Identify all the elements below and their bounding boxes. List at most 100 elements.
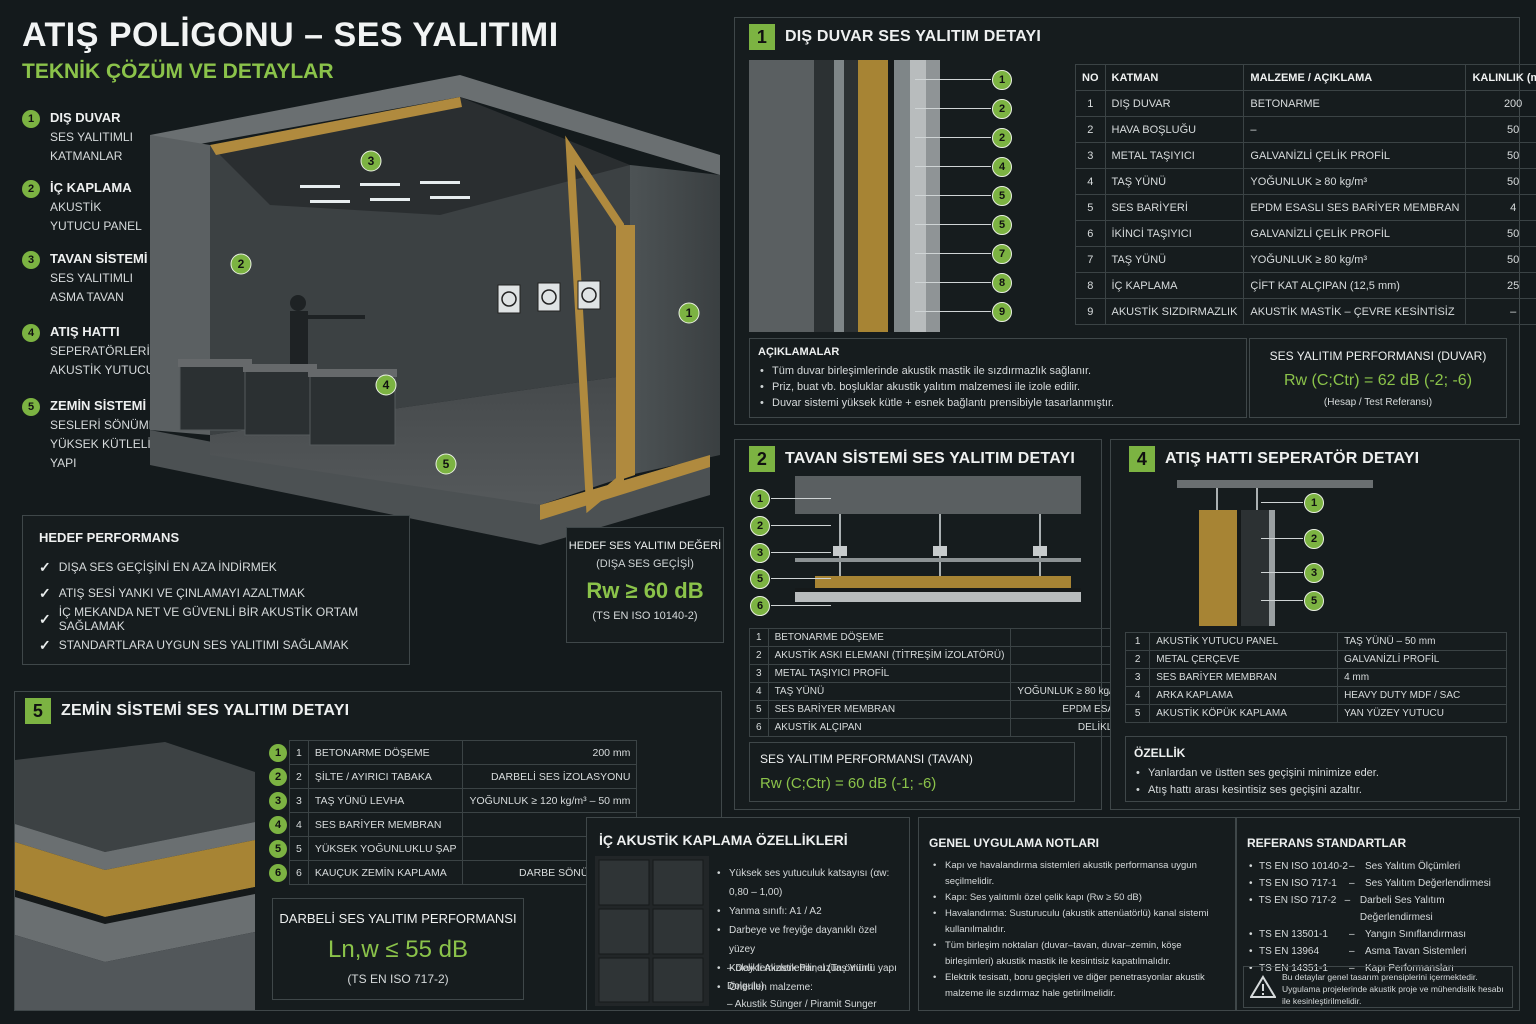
standard-name: Darbeli Ses Yalıtım Değerlendirmesi (1359, 895, 1445, 923)
table-cell: YOĞUNLUK ≥ 80 kg/m³ (1243, 168, 1467, 195)
floor-layer-marker: 3 (269, 791, 287, 810)
target-value: Rw ≥ 60 dB (586, 578, 704, 603)
list-item: Darbeye ve freyiğe dayanıklı özel yüzey (717, 921, 903, 959)
standard-code: TS EN ISO 717-2 (1258, 895, 1337, 906)
standard-code: TS EN 14351-1 (1259, 963, 1328, 974)
callout-leader (771, 578, 831, 579)
table-cell: DARBELİ SES İZOLASYONU (462, 764, 638, 789)
dash: – (1344, 895, 1351, 906)
table-cell: 50 (1465, 116, 1536, 143)
dash: – (1349, 946, 1355, 957)
floor-layer-marker: 2 (269, 767, 287, 786)
illustration-marker (360, 150, 382, 172)
table-cell: 2 (289, 764, 309, 789)
illustration-marker-label: 1 (686, 306, 693, 320)
illustration-marker-label: 3 (368, 154, 375, 168)
table-cell: TAŞ YÜNÜ – 50 mm (1337, 632, 1507, 651)
callout-leader (915, 282, 991, 283)
list-item: Yanma sınıfı: A1 / A2 (717, 902, 903, 921)
callout-number: 9 (992, 302, 1012, 322)
standard-item: •TS EN ISO 10140-2–Ses Yalıtım Ölçümleri (1249, 858, 1513, 875)
target-performance-list: ✓DIŞA SES GEÇİŞİNİ EN AZA İNDİRMEK✓ATIŞ … (39, 554, 399, 658)
list-item: Priz, buat vb. boşluklar akustik yalıtım… (760, 379, 1114, 395)
standard-name: Ses Yalıtım Değerlendirmesi (1365, 878, 1491, 889)
legend-line: YUTUCU PANEL (50, 219, 142, 233)
callout-leader (915, 253, 991, 254)
table-cell: SES BARİYER MEMBRAN (307, 812, 464, 837)
legend-line: KATMANLAR (50, 149, 123, 163)
callout-number: 3 (1304, 563, 1324, 583)
table-header-cell: KATMAN (1104, 64, 1245, 91)
list-item: Kolay temizlenebilir, uzun ömürlü yapı (717, 959, 903, 978)
table-cell: – (1465, 298, 1536, 325)
table-cell: 2 (1124, 650, 1151, 669)
wall-section-number: 1 (749, 24, 775, 50)
callout-number: 2 (750, 516, 770, 536)
callout-number: 5 (992, 186, 1012, 206)
callout-leader (915, 224, 991, 225)
callout-number: 1 (750, 489, 770, 509)
wall-perf-title: SES YALITIM PERFORMANSI (DUVAR) (1269, 349, 1487, 363)
warning-box: Bu detaylar genel tasarım prensiplerini … (1243, 966, 1513, 1008)
callout-leader (915, 195, 991, 196)
list-item: Yanlardan ve üstten ses geçişini minimiz… (1136, 765, 1379, 782)
bullet: • (1249, 946, 1253, 957)
separator-section-title: ATIŞ HATTI SEPERATÖR DETAYI (1165, 450, 1420, 467)
callout-leader (915, 137, 991, 138)
target-value-line1: HEDEF SES YALITIM DEĞERİ (568, 540, 722, 552)
table-cell: TAŞ YÜNÜ (767, 682, 1012, 701)
target-value-line2: (DIŞA SES GEÇİŞİ) (596, 558, 694, 570)
illustration-marker-label: 2 (238, 257, 245, 271)
check-icon: ✓ (39, 610, 51, 627)
callout-leader (1261, 502, 1303, 503)
floor-layer-marker: 4 (269, 815, 287, 834)
legend-title: ZEMİN SİSTEMİ (50, 398, 147, 413)
standard-code: TS EN ISO 717-1 (1259, 878, 1337, 889)
table-cell: 3 (1075, 142, 1106, 169)
list-item: Atış hattı arası kesintisiz ses geçişini… (1136, 782, 1379, 799)
table-cell: 50 (1465, 246, 1536, 273)
table-cell: 1 (289, 740, 309, 765)
table-cell: EPDM ESASLI SES BARİYER MEMBRAN (1243, 194, 1467, 221)
table-cell: 5 (1124, 704, 1151, 723)
interior-cladding-panel: İÇ AKUSTİK KAPLAMA ÖZELLİKLERİ Yüksek se… (586, 817, 910, 1011)
general-notes-list: Kapı ve havalandırma sistemleri akustik … (933, 858, 1227, 1002)
table-cell: ŞİLTE / AYIRICI TABAKA (307, 764, 464, 789)
table-cell: 4 (749, 682, 769, 701)
material-text: Delikli Akustik Panel (Taş Yünü Dolgulu) (727, 963, 873, 992)
legend-title: TAVAN SİSTEMİ (50, 251, 148, 266)
callout-leader (915, 166, 991, 167)
floor-section-number: 5 (25, 698, 51, 724)
list-item: Kapı: Ses yalıtımlı özel çelik kapı (Rw … (933, 890, 1227, 906)
table-cell: AKUSTİK ALÇIPAN (767, 718, 1012, 737)
floor-layer-marker: 6 (269, 863, 287, 882)
illustration-marker (375, 374, 397, 396)
illustration-marker (230, 253, 252, 275)
table-header-cell: NO (1075, 64, 1106, 91)
material-item: – Akustik Sünger / Piramit Sunger (727, 996, 909, 1014)
table-cell: 3 (1124, 668, 1151, 687)
floor-layer-marker: 5 (269, 839, 287, 858)
table-cell: GALVANİZLİ ÇELİK PROFİL (1243, 220, 1467, 247)
table-cell: 4 mm (1337, 668, 1507, 687)
ceiling-section-drawing (795, 476, 1081, 602)
table-cell: METAL TAŞIYICI PROFİL (767, 664, 1012, 683)
callout-number: 3 (750, 543, 770, 563)
table-cell: 4 (289, 812, 309, 837)
floor-section-drawing (15, 742, 255, 1010)
legend-title: İÇ KAPLAMA (50, 180, 132, 195)
callout-leader (771, 525, 831, 526)
callout-leader (915, 108, 991, 109)
legend-title: DIŞ DUVAR (50, 110, 121, 125)
table-cell: 5 (289, 836, 309, 861)
